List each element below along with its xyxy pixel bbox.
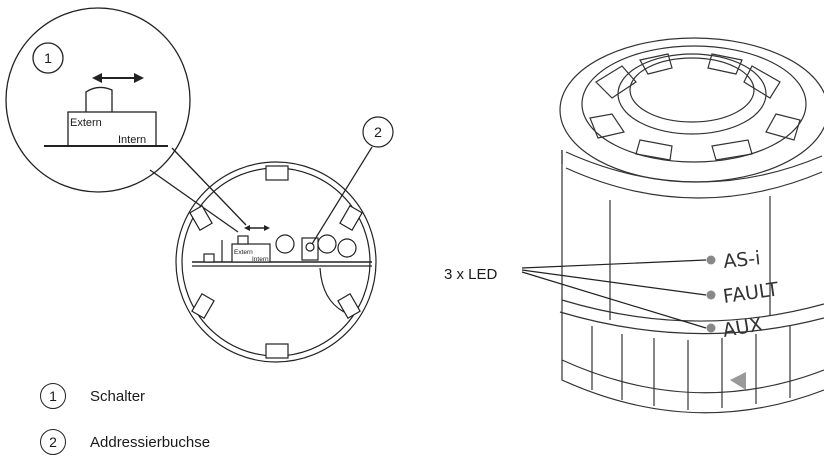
legend-text: Addressierbuchse (90, 433, 211, 451)
switch-intern-label: Intern (118, 134, 146, 146)
callout-1-number: 1 (44, 50, 52, 66)
legend-number: 2 (40, 429, 66, 455)
legend-text: Schalter (90, 387, 146, 405)
led-aux-dot (706, 323, 716, 333)
legend-number: 1 (40, 383, 66, 409)
legend-item-address-socket: 2 Addressierbuchse (40, 429, 210, 455)
led-fault-label: FAULT (722, 278, 781, 308)
led-count-label: 3 x LED (444, 266, 498, 283)
zoom-detail (5, 7, 247, 233)
asi-module (559, 37, 824, 414)
callout-2 (362, 116, 394, 148)
switch-extern-label: Extern (70, 117, 102, 129)
led-asi-dot (706, 255, 716, 265)
callout-2-number: 2 (374, 124, 382, 140)
led-fault-dot (706, 290, 716, 300)
base-unit (175, 116, 394, 363)
small-intern-label: Intern (252, 256, 269, 263)
led-asi-label: AS-i (722, 247, 761, 273)
callout-1 (32, 42, 64, 74)
led-leaders (521, 259, 707, 329)
small-extern-label: Extern (234, 249, 253, 256)
legend-item-switch: 1 Schalter (40, 383, 145, 409)
